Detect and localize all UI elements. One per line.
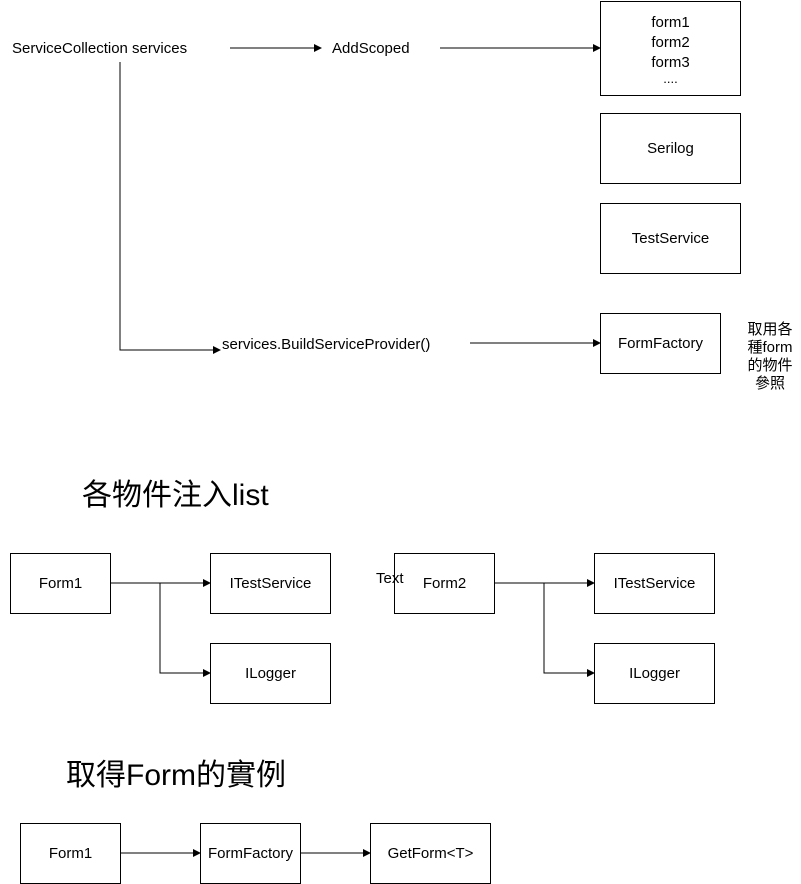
build-service-provider-label: services.BuildServiceProvider() bbox=[222, 336, 431, 353]
note-line: 的物件 bbox=[747, 357, 793, 374]
ilogger-box-right: ILogger bbox=[594, 643, 715, 704]
itestservice-box-left: ITestService bbox=[210, 553, 331, 614]
note-line: 取用各 bbox=[747, 321, 793, 338]
forms-box-line: .... bbox=[663, 70, 678, 86]
testservice-box: TestService bbox=[600, 203, 741, 274]
arrow-services-to-build bbox=[119, 62, 221, 354]
formfactory-note: 取用各 種form 的物件 參照 bbox=[745, 321, 795, 393]
form2-box: Form2 bbox=[394, 553, 495, 614]
instance-heading: 取得Form的實例 bbox=[66, 759, 286, 792]
addscoped-label: AddScoped bbox=[332, 40, 410, 57]
ilogger-box-left: ILogger bbox=[210, 643, 331, 704]
form1-instance-box: Form1 bbox=[20, 823, 121, 884]
forms-box: form1 form2 form3 .... bbox=[600, 1, 741, 96]
text-label: Text bbox=[376, 570, 404, 587]
form1-box: Form1 bbox=[10, 553, 111, 614]
forms-box-line: form2 bbox=[651, 33, 690, 51]
forms-box-line: form1 bbox=[651, 13, 690, 31]
note-line: 參照 bbox=[754, 375, 785, 392]
arrow-form2-to-ilogger bbox=[543, 583, 595, 677]
serilog-box: Serilog bbox=[600, 113, 741, 184]
note-line: 種form bbox=[747, 339, 793, 356]
inject-heading: 各物件注入list bbox=[82, 479, 269, 512]
getform-box: GetForm<T> bbox=[370, 823, 491, 884]
itestservice-box-right: ITestService bbox=[594, 553, 715, 614]
formfactory-instance-box: FormFactory bbox=[200, 823, 301, 884]
services-label: ServiceCollection services bbox=[12, 40, 188, 57]
forms-box-line: form3 bbox=[651, 53, 690, 71]
formfactory-box: FormFactory bbox=[600, 313, 721, 374]
arrow-form1-to-ilogger bbox=[159, 583, 211, 677]
